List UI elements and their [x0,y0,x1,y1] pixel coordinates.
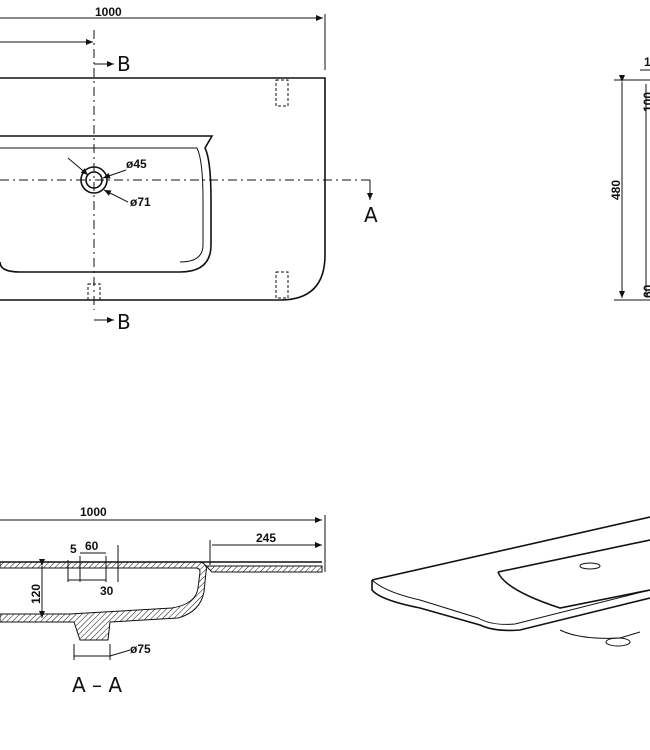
section-a-label: A [364,203,378,227]
side-depth-label: 480 [609,180,623,200]
depth-label: 120 [29,584,43,604]
drain-label: ø75 [130,642,151,656]
iso-underside [559,629,641,639]
hole-5-label: 5 [70,542,77,556]
section-b-top-label: B [117,52,131,76]
iso-drain [605,637,631,647]
side-top-small-label: 1 [644,55,650,69]
basin-outline [0,135,214,273]
shelf-section-hatch [204,565,323,573]
top-view: 1000 ø45 ø71 A B B [0,5,378,334]
section-b-bottom-label: B [117,310,131,334]
hole-30-label: 30 [100,584,114,598]
isometric-view [371,516,650,647]
side-bottom-small-label: 60 [641,284,650,298]
iso-top-front [371,579,650,625]
tap-hole-outer [80,166,108,194]
iso-front-edge [371,580,650,632]
iso-back-edge [371,516,650,581]
basin-inner-edge [0,147,204,263]
hole-leader-3 [103,189,129,203]
tap-hole-inner [85,171,103,189]
section-width-label: 1000 [80,505,107,519]
hole-outer-label: ø71 [130,195,151,209]
hole-leader-2 [102,169,127,179]
top-width-label: 1000 [95,5,122,19]
side-top-small-2-label: 100 [641,92,650,112]
section-title: A – A [72,673,122,697]
mount-slot-bottom-right [275,271,289,299]
hole-leader-1 [67,157,89,176]
basin-section-hatch [0,561,207,641]
iso-tap-hole [579,562,601,570]
hole-60-label: 60 [85,539,99,553]
drain-leader [109,649,131,657]
countertop-outline [0,77,326,301]
section-view: 1000 245 5 60 30 120 ø75 A – A [0,505,326,697]
hole-inner-label: ø45 [126,157,147,171]
iso-basin-front [497,571,650,609]
shelf-label: 245 [256,531,276,545]
iso-basin-back [497,539,650,573]
side-view: 480 1 100 60 [609,55,650,301]
mount-slot-top [275,79,289,107]
